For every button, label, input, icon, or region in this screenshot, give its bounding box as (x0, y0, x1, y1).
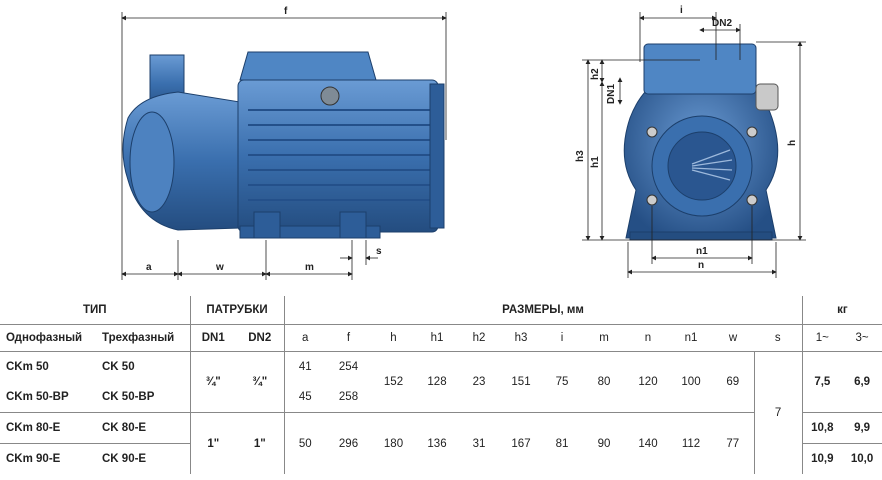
h1-value: 128 (416, 351, 458, 413)
header-h3: h3 (500, 324, 542, 352)
header-ports: ПАТРУБКИ (189, 296, 284, 325)
header-weight: кг (801, 296, 882, 325)
h2-value: 31 (472, 437, 486, 450)
weight-1ph-value: 10,9 (811, 453, 834, 465)
model-single-phase: CKm 50 (6, 361, 49, 373)
model-three-phase: CK 50 (102, 361, 135, 373)
front-dimensions (582, 12, 806, 278)
f-value: 258 (326, 382, 371, 413)
header-h1: h1 (416, 324, 458, 352)
header-n: n (626, 324, 670, 352)
h3-value: 167 (511, 437, 531, 450)
header-a: a (283, 324, 326, 352)
m-value: 80 (582, 351, 626, 413)
header-i: i (542, 324, 582, 352)
dn2-value: ¾" (236, 351, 284, 413)
header-n1: n1 (670, 324, 712, 352)
weight-3ph-value: 6,9 (842, 351, 882, 413)
dim-label-n1: n1 (696, 246, 708, 257)
dn2-value: 1" (253, 437, 266, 450)
weight-1ph-value: 10,8 (802, 412, 843, 444)
table-row: CKm 50-BP CK 50-BP 45 258 (0, 382, 882, 413)
header-h2: h2 (458, 324, 500, 352)
pump-dimension-drawing: f a w m s (121, 5, 806, 280)
s-value: 7 (753, 351, 803, 474)
weight-3ph-value: 10,0 (850, 453, 874, 465)
model-three-phase: CK 50-BP (96, 382, 190, 413)
dn1-value: ¾" (189, 351, 236, 413)
i-value: 75 (542, 351, 582, 413)
header-m: m (582, 324, 626, 352)
dim-label-h: h (787, 140, 798, 146)
table-row: CKm 50 CK 50 ¾" ¾" 41 254 152 128 23 151… (0, 351, 882, 474)
h-value: 180 (383, 437, 404, 450)
header-type: ТИП (0, 296, 190, 325)
header-three-phase: Трехфазный (96, 324, 190, 352)
table-row: CKm 90-E CK 90-E 10,9 10,0 (0, 444, 882, 475)
model-single-phase: CKm 80-E (0, 412, 96, 444)
dim-label-h2: h2 (590, 68, 601, 80)
f-value: 254 (338, 361, 359, 373)
header-dn1: DN1 (189, 324, 236, 352)
header-dimensions: РАЗМЕРЫ, мм (283, 296, 803, 325)
header-s: s (754, 324, 803, 352)
dim-label-f: f (284, 6, 288, 17)
h3-value: 151 (500, 351, 542, 413)
header-kg-1: 1~ (801, 324, 843, 352)
weight-3ph-value: 9,9 (842, 412, 882, 444)
n-value: 120 (626, 351, 670, 413)
n-value: 140 (638, 437, 658, 450)
header-h: h (371, 324, 416, 352)
dim-label-a: a (146, 262, 152, 273)
header-single-phase: Однофазный (0, 324, 96, 352)
dim-label-h3: h3 (575, 150, 586, 162)
h1-value: 136 (427, 437, 447, 450)
model-single-phase: CKm 90-E (6, 453, 61, 465)
dim-label-i: i (680, 5, 683, 16)
model-three-phase: CK 80-E (96, 412, 190, 444)
dim-label-dn1: DN1 (606, 84, 617, 104)
n1-value: 112 (681, 437, 701, 450)
header-f: f (326, 324, 371, 352)
header-dn2: DN2 (236, 324, 284, 352)
m-value: 90 (597, 437, 611, 450)
n1-value: 100 (670, 351, 712, 413)
h-value: 152 (371, 351, 416, 413)
dim-label-m: m (305, 262, 314, 273)
f-value: 296 (338, 437, 359, 450)
dim-label-s: s (376, 246, 382, 257)
model-single-phase: CKm 50-BP (0, 382, 96, 413)
a-value: 50 (283, 412, 326, 474)
group-header-row: ТИП ПАТРУБКИ РАЗМЕРЫ, мм кг (0, 296, 882, 325)
dim-label-dn2: DN2 (712, 18, 732, 29)
i-value: 81 (555, 437, 569, 450)
side-dimensions (121, 12, 447, 280)
dn1-value: 1" (189, 412, 236, 474)
pump-front-view (623, 43, 779, 241)
table-row: CKm 80-E CK 80-E 1" 1" 50 296 180 136 31… (0, 412, 882, 474)
dim-label-h1: h1 (590, 156, 601, 168)
a-value: 41 (283, 351, 326, 382)
dim-label-w: w (215, 262, 224, 273)
sub-header-row: Однофазный Трехфазный DN1 DN2 a f h h1 h… (0, 324, 882, 352)
header-kg-3: 3~ (842, 324, 882, 352)
weight-1ph-value: 7,5 (802, 351, 843, 413)
model-three-phase: CK 90-E (102, 453, 147, 465)
header-w: w (712, 324, 754, 352)
dim-label-n: n (698, 260, 704, 271)
w-value: 69 (712, 351, 754, 413)
pump-side-view (122, 51, 445, 239)
w-value: 77 (726, 437, 740, 450)
h2-value: 23 (458, 351, 500, 413)
a-value: 45 (283, 382, 326, 413)
specification-table: ТИП ПАТРУБКИ РАЗМЕРЫ, мм кг Однофазный Т… (0, 296, 882, 474)
